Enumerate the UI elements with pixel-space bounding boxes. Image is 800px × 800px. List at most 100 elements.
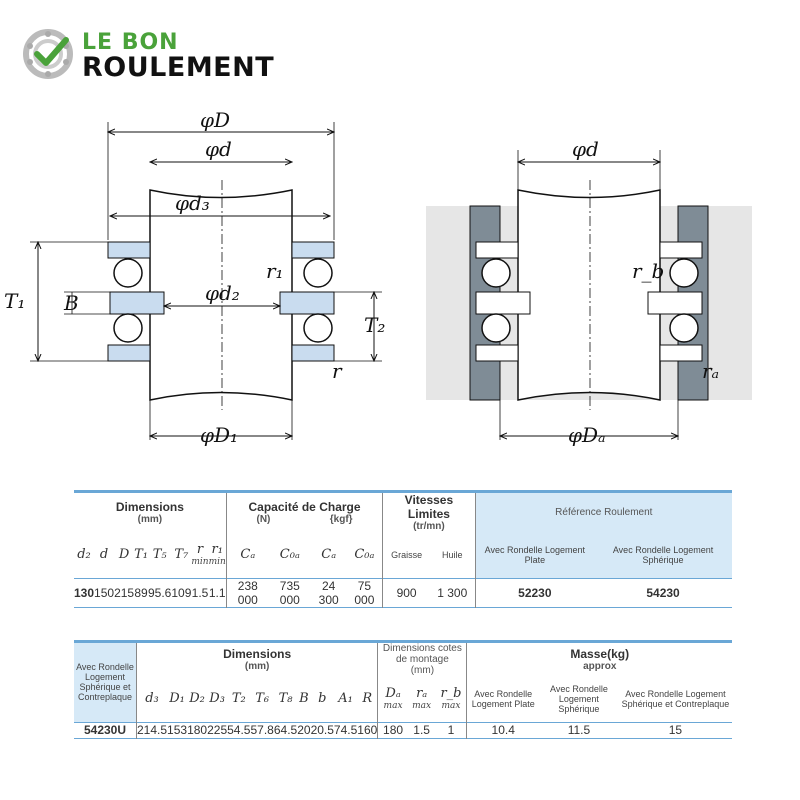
t1-cell: 109 — [171, 585, 192, 600]
t1-col-graisse: Graisse — [382, 532, 430, 578]
t2-col-R: R — [362, 691, 373, 707]
t2-cell: 74.5 — [333, 723, 358, 737]
t1-col-d2: d₂ — [77, 547, 91, 563]
label-D1: φD₁ — [200, 423, 238, 447]
t1-speed-title: Vitesses Limites — [404, 493, 454, 521]
t2-cell: 15 — [668, 723, 683, 737]
t2-cell: 64.5 — [273, 723, 298, 737]
t2-col-T2: T₂ — [231, 691, 246, 707]
t2-col-mass-contre: Avec Rondelle Logement Sphérique et Cont… — [621, 688, 730, 709]
t1-dimensions-unit: (mm) — [137, 514, 163, 525]
t2-cell: 1.5 — [413, 723, 430, 737]
t1-cell: 95.6 — [147, 585, 172, 600]
t2-col-D1: D₁ — [169, 691, 185, 707]
t2-cell: 153 — [167, 723, 188, 737]
t2-group-dimensions: Dimensions (mm) — [135, 641, 378, 676]
t2-col-rb-max: max — [441, 701, 461, 712]
t2-cell: 54230U — [83, 723, 127, 737]
t1-cell: 150 — [94, 585, 115, 600]
label-rb: r_b — [632, 259, 664, 283]
t1-cell: 900 — [382, 578, 430, 607]
t2-cell: 11.5 — [567, 723, 591, 737]
t2-group-mounting: Dimensions cotes de montage (mm) — [377, 641, 467, 676]
table-row: 130 150 215 89 95.6 109 1.5 1.1 238 000 … — [74, 578, 732, 607]
t2-cell: 20.5 — [310, 723, 334, 737]
spec-table-2: Avec Rondelle Logement Sphérique et Cont… — [74, 640, 732, 739]
t2-dimensions-title: Dimensions — [223, 647, 292, 661]
t1-group-dimensions: Dimensions (mm) — [74, 492, 226, 533]
t2-group-mass: Masse(kg) approx — [466, 641, 732, 676]
table-row: 54230U 214.5 153 180 225 54.5 57.8 64.5 … — [74, 722, 732, 738]
t1-col-ref-spherique: Avec Rondelle Logement Sphérique — [594, 532, 732, 578]
label-B: B — [63, 291, 79, 315]
t1-cell: 89 — [134, 585, 148, 600]
t2-cell: 54.5 — [227, 723, 251, 737]
t1-cell: 1.5 — [191, 585, 209, 600]
t1-cell: 1.1 — [208, 585, 226, 600]
t2-col-b: b — [318, 691, 327, 707]
t2-col-ra-max: max — [412, 701, 432, 712]
t1-col-r1-min: min — [208, 557, 226, 568]
t2-cell: 180 — [377, 722, 408, 738]
t2-cell: 57.8 — [250, 723, 274, 737]
bearing-diagram-left: φD φd φd₃ φd₂ φD₁ T₁ B T₂ r₁ r — [4, 110, 385, 447]
t1-col-T1: T₁ — [134, 547, 148, 563]
label-d-right: φd — [572, 137, 599, 161]
t2-ref-header: Avec Rondelle Logement Sphérique et Cont… — [74, 641, 137, 722]
logo-line1: LE BON — [82, 30, 179, 55]
t1-cell: 130 — [74, 585, 95, 600]
t1-col-d: d — [99, 547, 109, 563]
t2-mass-title: Masse(kg) — [570, 647, 630, 661]
t1-group-ref: Référence Roulement — [474, 491, 732, 532]
label-T1: T₁ — [4, 289, 25, 313]
label-Da: φDₐ — [568, 423, 606, 447]
t2-col-D2: D₂ — [189, 691, 205, 707]
t2-col-rb-label: r_b — [440, 686, 462, 702]
t1-col-huile: Huile — [442, 549, 463, 560]
t2-col-d3: d₃ — [136, 676, 168, 722]
t1-col-r-min: min — [191, 557, 209, 568]
t2-col-Da-max: max — [383, 701, 403, 712]
t1-speed-unit: (tr/mn) — [413, 521, 445, 532]
t1-unit-n: (N) — [256, 514, 271, 525]
t1-group-speed: Vitesses Limites (tr/mn) — [382, 491, 476, 532]
t2-mounting-title: Dimensions cotes de montage — [382, 643, 462, 665]
t2-col-mass-plate: Avec Rondelle Logement Plate — [466, 676, 539, 722]
logo: LE BON ROULEMENT — [22, 28, 302, 88]
t2-col-mass-spherique: Avec Rondelle Logement Sphérique — [549, 683, 608, 714]
t2-cell: 225 — [207, 723, 228, 737]
label-d2: φd₂ — [205, 281, 240, 305]
t2-col-T6: T₆ — [255, 691, 270, 707]
t1-group-capacity: Capacité de Charge (N) {kgf} — [225, 491, 383, 532]
t2-mass-approx: approx — [583, 661, 617, 672]
t2-col-B: B — [299, 691, 309, 707]
t1-cell: 52230 — [474, 578, 595, 607]
t1-col-Ca-n: Cₐ — [225, 532, 269, 578]
t1-cell: 54230 — [646, 585, 680, 600]
label-d: φd — [205, 137, 232, 161]
label-r1: r₁ — [266, 259, 284, 283]
label-r: r — [332, 359, 343, 383]
spec-table-1: Dimensions (mm) Capacité de Charge (N) {… — [74, 490, 732, 608]
t1-cell: 215 — [114, 585, 135, 600]
t1-capacity-title: Capacité de Charge — [248, 500, 361, 514]
bearing-check-icon — [23, 29, 73, 79]
t1-col-C0a-n: C₀ₐ — [279, 547, 300, 563]
t2-col-Da-label: Dₐ — [385, 686, 401, 702]
t1-col-T7: T₇ — [174, 547, 189, 563]
t2-cell: 1 — [447, 723, 455, 737]
t1-col-C0a-kgf: C₀ₐ — [354, 547, 375, 563]
t1-cell: 238 000 — [225, 578, 269, 607]
t2-dimensions-unit: (mm) — [244, 661, 270, 672]
label-ra: rₐ — [702, 359, 719, 383]
t2-cell: 180 — [187, 723, 208, 737]
t2-mounting-unit: (mm) — [410, 665, 435, 676]
t1-cell: 75 000 — [354, 578, 375, 607]
t2-cell: 20 — [297, 723, 311, 737]
t2-cell: 10.4 — [466, 722, 539, 738]
label-D: φD — [200, 110, 230, 132]
